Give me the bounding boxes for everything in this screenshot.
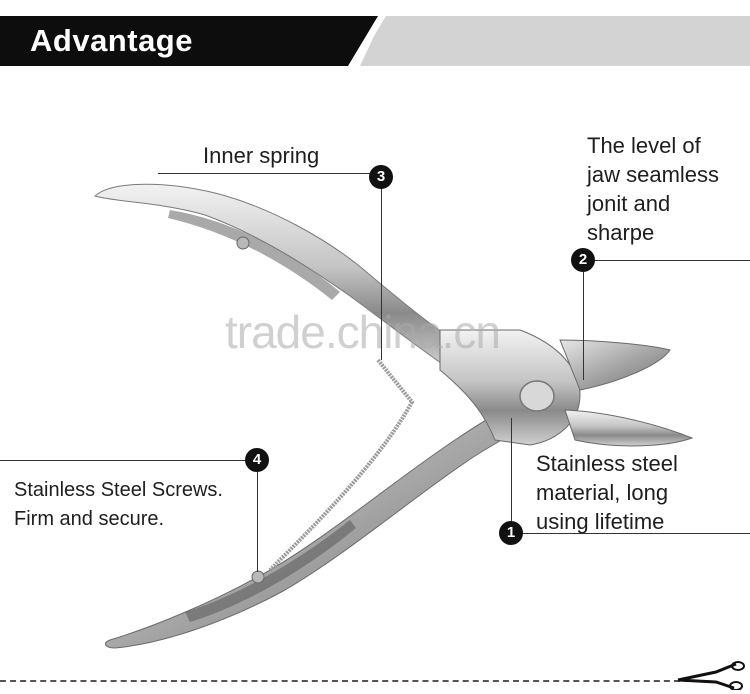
callout-2-leader-horizontal — [594, 260, 750, 261]
callout-1-line-3: using lifetime — [536, 509, 665, 534]
callout-3-badge: 3 — [369, 165, 393, 189]
upper-jaw — [559, 339, 671, 391]
callout-2-line-3: jonit and — [587, 191, 671, 216]
lower-jaw — [564, 409, 694, 447]
callout-4-leader-horizontal — [0, 460, 245, 461]
callout-2-badge: 2 — [571, 248, 595, 272]
callout-2-line-4: sharpe — [587, 220, 655, 245]
callout-1-line-2: material, long — [536, 480, 669, 505]
inner-spring — [268, 358, 415, 572]
callout-3-label: Inner spring — [203, 143, 320, 168]
callout-2-line-2: jaw seamless — [587, 162, 720, 187]
lower-rivet — [251, 570, 265, 584]
banner-dark-segment — [0, 16, 380, 66]
callout-2-line-1: The level of — [587, 133, 701, 158]
callout-4-badge: 4 — [245, 448, 269, 472]
bottom-cut-line — [0, 680, 690, 682]
callout-4-leader-vertical — [257, 472, 258, 572]
scissors-icon — [677, 661, 745, 690]
pivot-logo — [519, 380, 555, 412]
callout-3-leader-vertical — [381, 188, 382, 360]
banner-slash-divider — [348, 16, 386, 66]
callout-4-line-2: Firm and secure. — [14, 508, 165, 530]
callout-1-line-1: Stainless steel — [536, 451, 678, 476]
joint-head — [439, 329, 581, 446]
callout-4-line-1: Stainless Steel Screws. — [14, 479, 223, 501]
advantage-banner: Advantage — [0, 16, 750, 66]
callout-2-leader-vertical — [583, 272, 584, 380]
banner-title: Advantage — [30, 23, 193, 58]
upper-rivet — [236, 236, 250, 250]
watermark: trade.china.cn — [225, 306, 501, 358]
callout-3-leader-horizontal — [158, 173, 378, 174]
callout-1-leader-vertical — [511, 418, 512, 521]
banner-light-segment — [360, 16, 750, 66]
callout-1-leader-horizontal — [522, 533, 750, 534]
callout-1-badge: 1 — [499, 521, 523, 545]
